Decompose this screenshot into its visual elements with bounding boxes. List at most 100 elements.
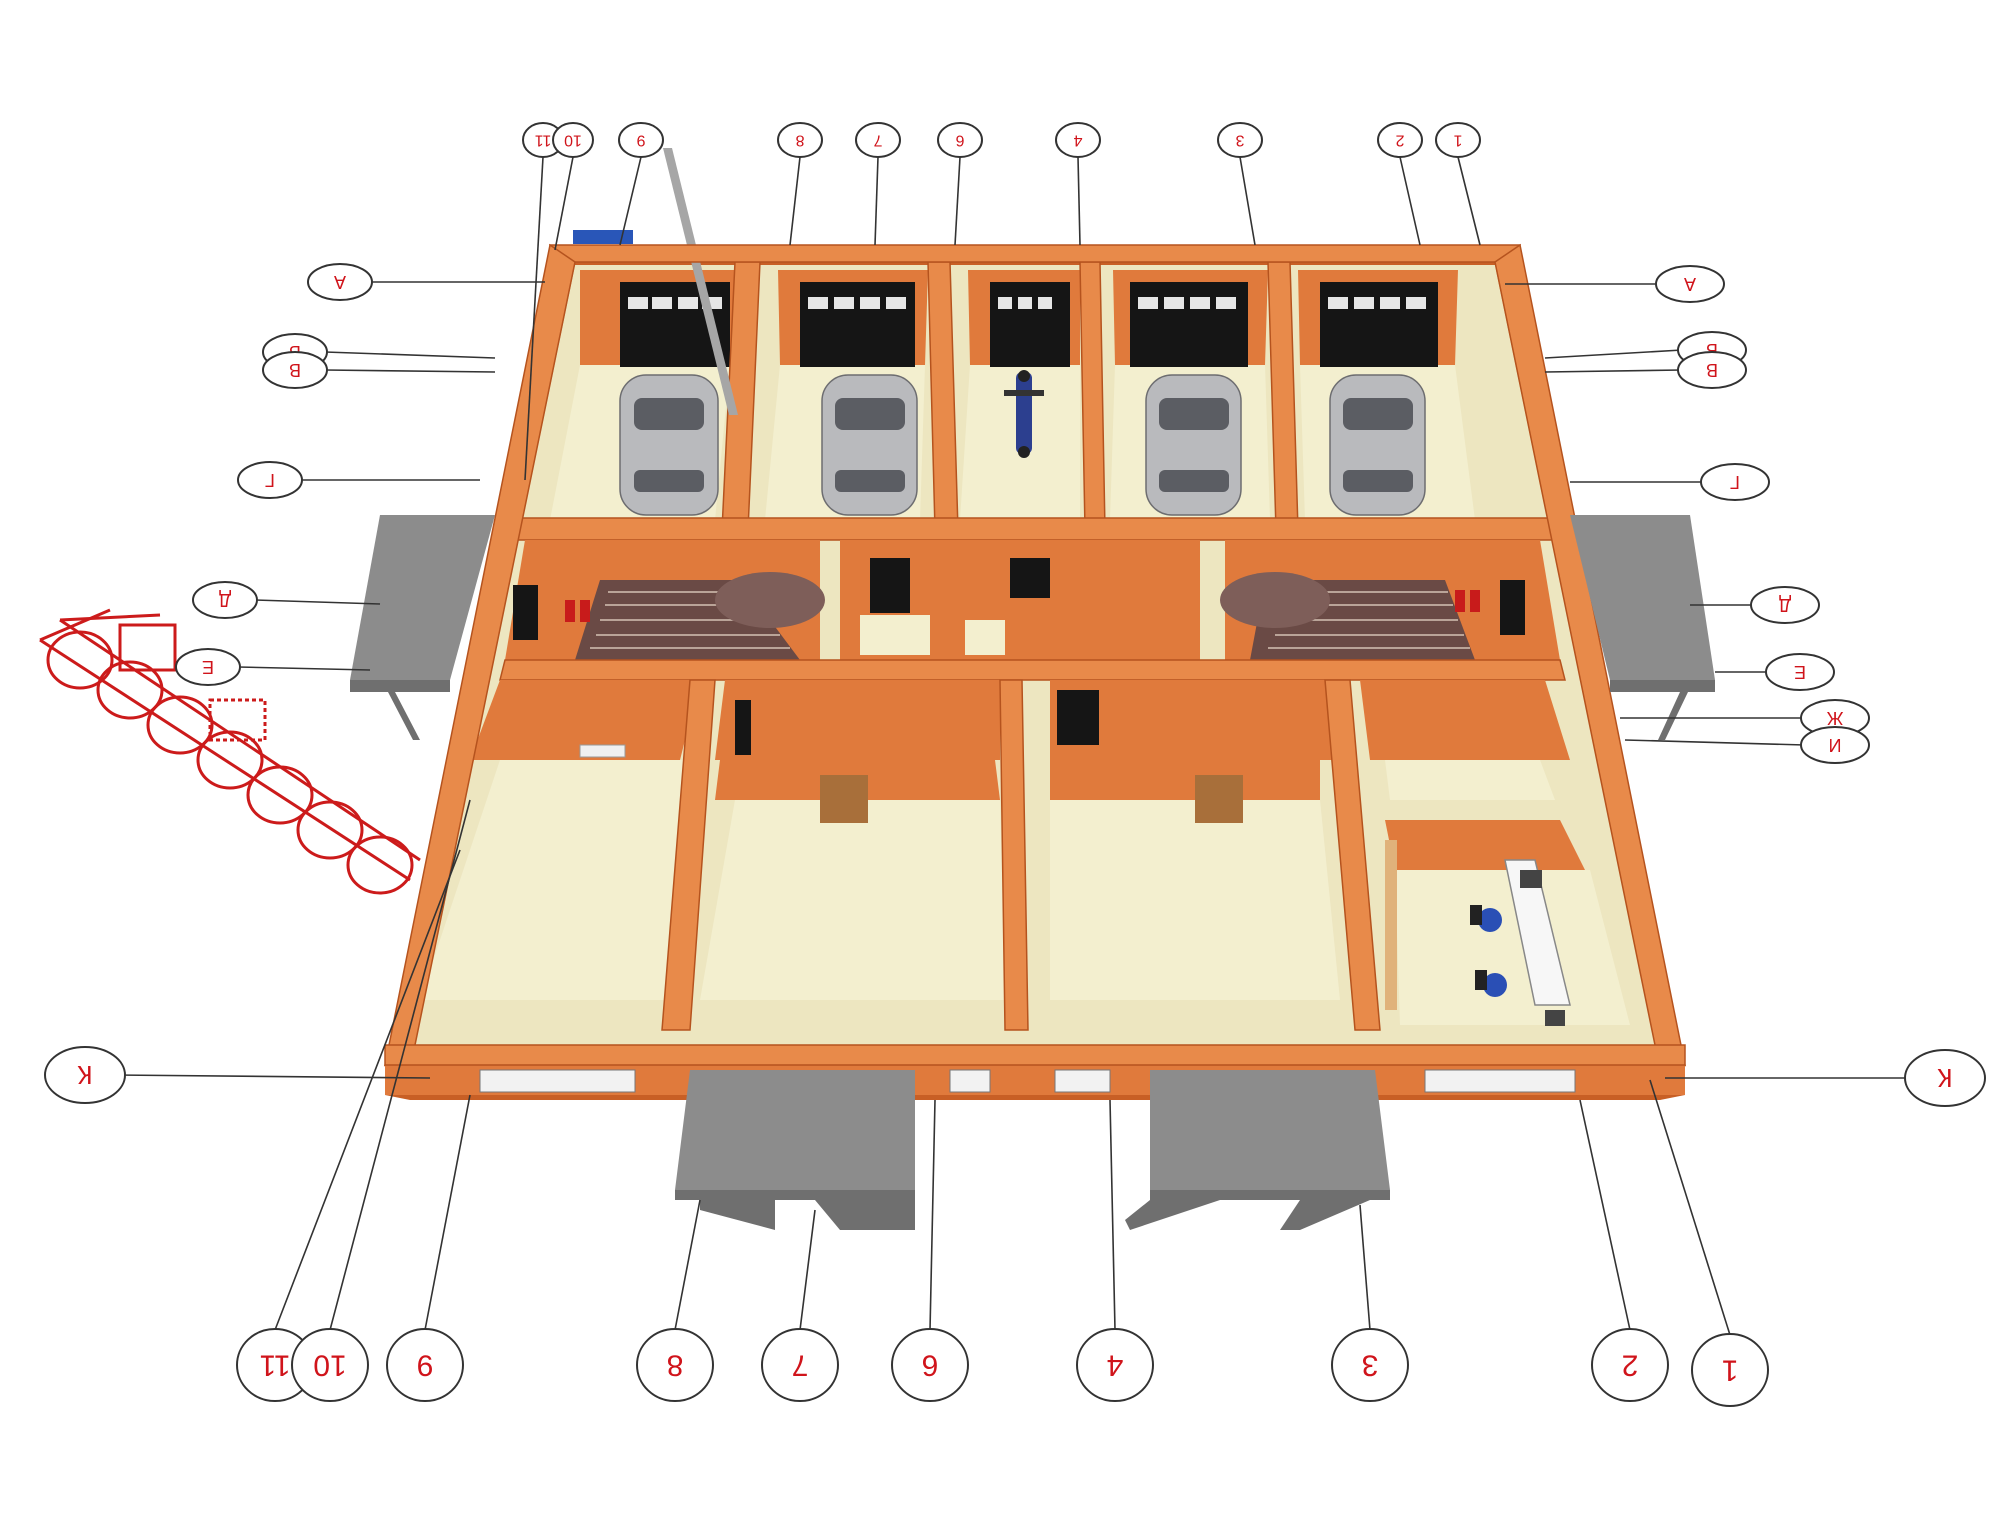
garage-door [1130, 282, 1248, 367]
computer-icon [1520, 870, 1542, 888]
axis-label: 6 [922, 1349, 939, 1382]
office-chair-icon [1470, 905, 1502, 932]
axis-label: Д [219, 590, 231, 610]
canopy-front-right [1125, 1070, 1390, 1230]
ventilation-unit [573, 230, 633, 244]
axis-leader-line [1624, 739, 1806, 746]
axis-leader-lines [114, 156, 1915, 1336]
axis-bubble-top: 6 [937, 122, 983, 158]
axis-leader-line [1109, 1099, 1116, 1331]
axis-label: А [334, 272, 346, 292]
window [1424, 1069, 1576, 1093]
axis-label: 10 [564, 132, 582, 149]
axis-bubble-right: Д [1750, 586, 1820, 624]
room-floor [700, 800, 1005, 1000]
axis-bubble-top: 9 [618, 122, 664, 158]
axis-label: Б [1706, 340, 1718, 360]
axis-bubble-bottom: 3 [1331, 1328, 1409, 1402]
room-floor [1385, 760, 1555, 800]
axis-leader-line [1077, 156, 1081, 246]
axis-leader-line [274, 849, 461, 1331]
garage-bays [550, 261, 1475, 531]
car-icon [1329, 374, 1426, 516]
axis-bubble-top: 3 [1217, 122, 1263, 158]
axis-leader-line [619, 156, 642, 246]
axis-leader-line [1399, 156, 1421, 246]
axis-leader-line [254, 599, 381, 605]
axis-bubble-bottom: 8 [636, 1328, 714, 1402]
axis-bubble-left: Д [192, 581, 258, 619]
door [735, 700, 751, 755]
axis-label: 3 [1235, 132, 1244, 149]
axis-label: 8 [795, 132, 804, 149]
axis-leader-line [237, 666, 371, 671]
axis-bubble-left: Е [175, 648, 241, 686]
axis-label: В [289, 360, 301, 380]
canopy-right [1570, 515, 1715, 740]
axis-label: 2 [1622, 1349, 1639, 1382]
bottom-row [420, 679, 1630, 1031]
axis-bubble-bottom: 4 [1076, 1328, 1154, 1402]
axis-label: Г [1730, 472, 1740, 492]
axis-label: 4 [1073, 132, 1082, 149]
axis-label: Д [1779, 595, 1791, 615]
radiator-icon [579, 744, 626, 758]
canopy-left [350, 515, 495, 740]
axis-label: 9 [636, 132, 645, 149]
door [1010, 558, 1050, 598]
fire-extinguisher-icon [580, 600, 590, 622]
axis-leader-line [524, 156, 544, 481]
office-chair-icon [1475, 970, 1507, 997]
canopy-front-left [675, 1070, 915, 1230]
axis-leader-line [1239, 156, 1256, 246]
door [870, 558, 910, 613]
exhaust-pipe [663, 148, 738, 415]
window [479, 1069, 636, 1093]
axis-leader-line [324, 369, 496, 373]
axis-bubble-bottom: 10 [291, 1328, 369, 1402]
axis-bubble-right: В [1677, 351, 1747, 389]
axis-leader-line [799, 1209, 816, 1331]
axis-label: 11 [535, 132, 552, 149]
motorcycle-icon [1004, 370, 1044, 458]
axis-label: К [77, 1060, 92, 1090]
axis-bubble-bottom: 11 [236, 1328, 314, 1402]
room-floor [420, 760, 690, 1000]
outer-wall-rim [383, 243, 1687, 1067]
axis-bubbles-left: АБВГДЕК [44, 263, 373, 1104]
axis-leader-line [324, 351, 496, 359]
axis-leader-line [329, 799, 471, 1331]
axis-leader-line [114, 1074, 431, 1079]
axis-label: 1 [1453, 132, 1462, 149]
door [820, 775, 868, 823]
axis-label: И [1829, 735, 1842, 755]
axis-bubble-left: А [307, 263, 373, 301]
axis-label: 8 [667, 1349, 684, 1382]
fire-extinguisher-icon [1455, 590, 1465, 612]
axis-leader-line [1544, 349, 1683, 359]
axis-label: А [1684, 274, 1696, 294]
axis-bubble-left: Г [237, 461, 303, 499]
axis-leader-line [1579, 1099, 1631, 1331]
garage-door [800, 282, 915, 367]
axis-label: Е [202, 657, 214, 677]
axis-bubble-left: В [262, 351, 328, 389]
staircase-left [575, 572, 825, 660]
axis-bubble-right: Е [1765, 653, 1835, 691]
axis-leader-line [1359, 1204, 1371, 1331]
axis-bubble-right: К [1904, 1049, 1986, 1107]
fire-extinguisher-icon [1470, 590, 1480, 612]
axis-bubble-bottom: 6 [891, 1328, 969, 1402]
door [1057, 690, 1099, 745]
axis-label: 3 [1362, 1349, 1379, 1382]
axis-leader-line [1544, 369, 1683, 373]
garage-door [620, 282, 730, 367]
axis-bubble-left: К [44, 1046, 126, 1104]
axis-label: 9 [417, 1349, 434, 1382]
axis-label: В [1706, 360, 1718, 380]
axis-leader-line [929, 1099, 936, 1331]
garage-door [990, 282, 1070, 367]
staircase-right [1220, 572, 1475, 660]
